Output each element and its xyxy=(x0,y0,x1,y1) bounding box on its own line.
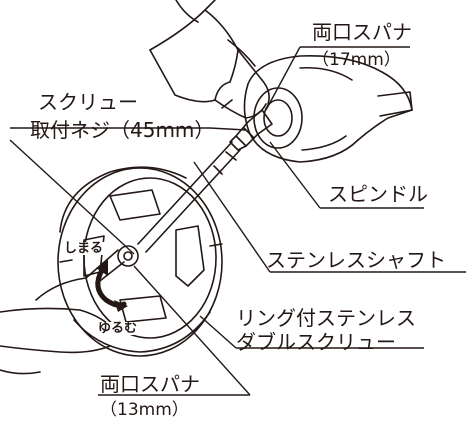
label-screw: スクリュー xyxy=(38,90,138,114)
lower-hand-drawing xyxy=(0,249,125,375)
label-wrench-top: 両口スパナ xyxy=(312,20,412,44)
double-screw-drawing xyxy=(57,166,223,357)
arrow-head-down xyxy=(114,300,128,312)
upper-hand-drawing xyxy=(149,0,270,119)
label-wrench-top-size: （17mm） xyxy=(312,50,401,70)
shaft-drawing xyxy=(137,141,241,253)
label-screw-bolt: 取付ネジ（45mm） xyxy=(30,118,215,142)
label-wrench-bottom-size: （13mm） xyxy=(100,400,189,420)
label-ring-screw-line2: ダブルスクリュー xyxy=(236,330,396,354)
label-tighten: しまる xyxy=(62,241,106,256)
label-loosen: ゆるむ xyxy=(96,321,140,336)
arrow-head-up xyxy=(96,260,108,276)
label-spindle: スピンドル xyxy=(328,182,428,206)
label-shaft: ステンレスシャフト xyxy=(266,248,446,272)
drill-body-drawing xyxy=(243,55,413,163)
label-ring-screw-line1: リング付ステンレス xyxy=(236,306,416,330)
label-wrench-bottom: 両口スパナ xyxy=(100,372,200,396)
